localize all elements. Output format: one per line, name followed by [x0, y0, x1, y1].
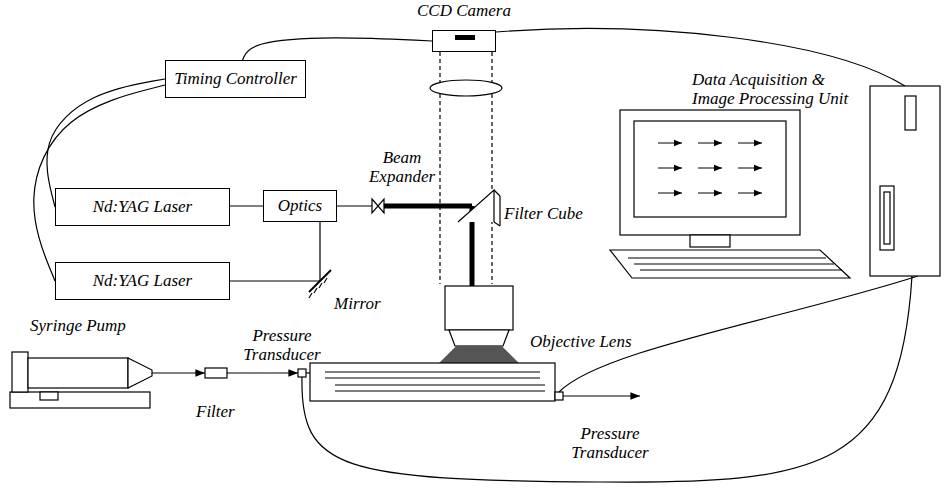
box-label: Nd:YAG Laser: [93, 198, 192, 217]
camera-label: CCD Camera: [417, 2, 511, 21]
outlet-tubing: [555, 392, 640, 400]
vector-arrow: [698, 193, 722, 194]
computer: [610, 86, 940, 278]
connector-line: [230, 222, 320, 281]
part-label: Beam Expander: [360, 148, 444, 186]
camera-column: [430, 52, 502, 284]
box-label: Timing Controller: [174, 70, 297, 89]
part-label: Mirror: [334, 294, 404, 313]
vector-arrow: [658, 168, 682, 169]
box-label: Nd:YAG Laser: [93, 272, 192, 291]
camera-housing: [432, 30, 496, 52]
part-label: Pressure Transducer: [232, 326, 332, 364]
screen-vectors: [658, 143, 762, 193]
mirror: [309, 270, 331, 298]
part-label: Data Acquisition & Image Processing Unit: [692, 70, 868, 108]
vector-arrow: [738, 168, 762, 169]
process-box: Timing Controller: [165, 60, 306, 98]
connector-line: [34, 85, 165, 281]
process-box: Optics: [263, 190, 337, 222]
filter-cube: [458, 190, 500, 226]
laser-box: Nd:YAG Laser: [55, 188, 230, 226]
part-label: Pressure Transducer: [560, 424, 660, 462]
box-label: Optics: [278, 197, 322, 216]
vector-arrow: [658, 193, 682, 194]
inlet-tubing: [152, 368, 310, 378]
vector-arrow: [698, 168, 722, 169]
connector-line: [230, 205, 263, 206]
laser-box: Nd:YAG Laser: [55, 262, 230, 300]
laser-beam: [337, 199, 472, 286]
part-label: Filter Cube: [504, 204, 604, 223]
vector-arrow: [738, 193, 762, 194]
vector-arrow: [698, 143, 722, 144]
connector-line: [243, 38, 432, 60]
camera-body: CCD Camera: [432, 2, 496, 52]
syringe-pump: [10, 352, 152, 408]
part-label: Filter: [196, 402, 256, 421]
signal-cables: [302, 29, 918, 483]
microchannel-chip: [310, 363, 555, 401]
vector-arrow: [658, 143, 682, 144]
vector-arrow: [738, 143, 762, 144]
camera-sensor: [455, 35, 475, 40]
part-label: Syringe Pump: [30, 316, 150, 335]
objective-lens: [440, 286, 518, 363]
part-label: Objective Lens: [530, 332, 660, 351]
